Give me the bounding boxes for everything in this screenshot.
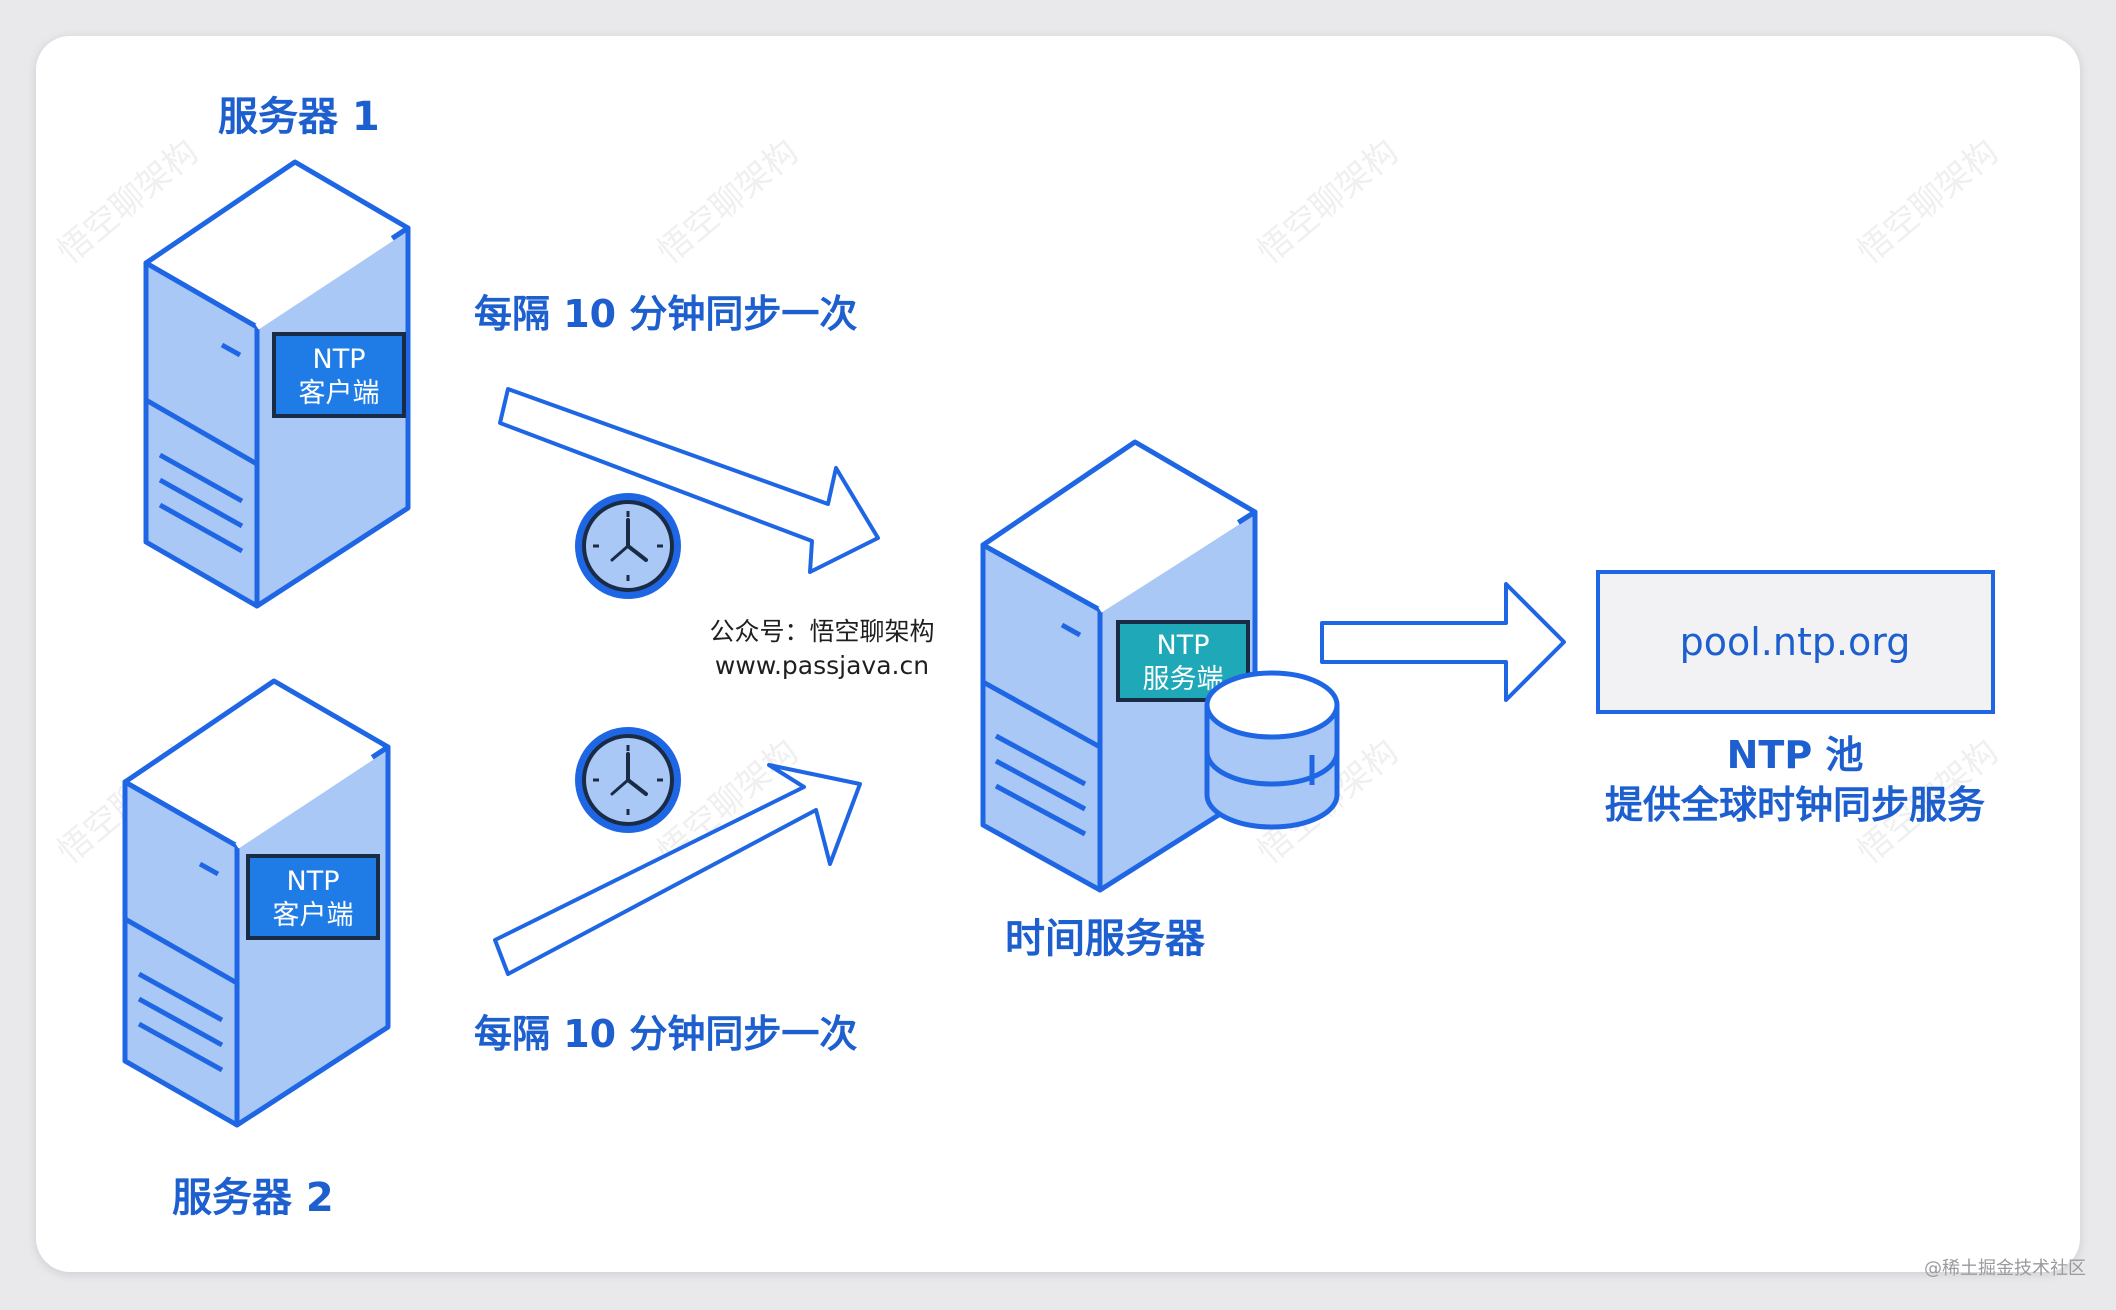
pool-caption-line1: NTP 池: [1727, 733, 1864, 777]
database-icon: [1204, 670, 1340, 830]
server2-box-line1: NTP: [287, 866, 340, 897]
watermark: 悟空聊架构: [1250, 132, 1406, 272]
mark-line2: www.passjava.cn: [715, 651, 929, 680]
server2-ntp-client-box: NTP 客户端: [246, 854, 380, 940]
bottom-sync-label: 每隔 10 分钟同步一次: [474, 1012, 857, 1056]
pool-caption-line2: 提供全球时钟同步服务: [1605, 783, 1985, 827]
clock-icon: [575, 493, 681, 599]
footer-watermark: @稀土掘金技术社区: [1924, 1258, 2086, 1279]
arrow-icon: [493, 763, 862, 976]
arrow-icon: [1320, 582, 1566, 702]
arrow-icon: [498, 387, 880, 574]
server2-box-line2: 客户端: [273, 900, 354, 931]
pool-box: pool.ntp.org: [1596, 570, 1995, 714]
time-server-box-line2: 服务端: [1143, 664, 1224, 695]
time-server-box-line1: NTP: [1157, 630, 1210, 661]
server-icon: [980, 439, 1258, 893]
clock-icon: [575, 727, 681, 833]
watermark: 悟空聊架构: [650, 132, 806, 272]
time-server-ntp-box: NTP 服务端: [1116, 620, 1250, 702]
server1-title: 服务器 1: [218, 94, 380, 140]
server-icon: [143, 159, 411, 609]
pool-address: pool.ntp.org: [1680, 620, 1911, 664]
server1-box-line1: NTP: [313, 344, 366, 375]
server2-title: 服务器 2: [172, 1175, 334, 1221]
watermark: 悟空聊架构: [1850, 132, 2006, 272]
mark-line1: 公众号：悟空聊架构: [709, 617, 934, 646]
top-sync-label: 每隔 10 分钟同步一次: [474, 292, 857, 336]
time-server-title: 时间服务器: [1005, 916, 1206, 962]
server1-ntp-client-box: NTP 客户端: [272, 332, 406, 418]
server1-box-line2: 客户端: [299, 378, 380, 409]
